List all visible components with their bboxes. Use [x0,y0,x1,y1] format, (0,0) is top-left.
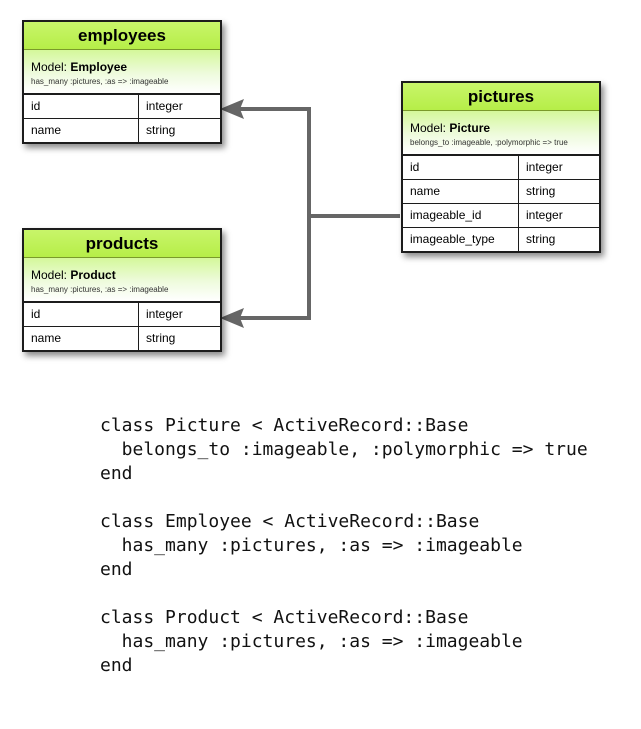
column-type: integer [526,160,563,174]
table-row: name string [403,179,599,203]
arrowhead-products [220,308,244,328]
model-name: Picture [449,121,491,135]
table-row: id integer [24,303,220,326]
column-type: integer [146,307,183,321]
table-row: imageable_id integer [403,203,599,227]
column-type: string [526,232,556,246]
column-list: id integer name string imageable_id inte… [403,156,599,251]
code-line: class Product < ActiveRecord::Base [100,607,469,628]
association-text: has_many :pictures, :as => :imageable [31,285,169,294]
column-list: id integer name string [24,95,220,142]
products-table: products Model: Product has_many :pictur… [22,228,222,352]
column-list: id integer name string [24,303,220,350]
table-row: name string [24,118,220,142]
pictures-table: pictures Model: Picture belongs_to :imag… [401,81,601,253]
association-text: has_many :pictures, :as => :imageable [31,77,169,86]
code-line: belongs_to :imageable, :polymorphic => t… [100,439,588,460]
table-title: employees [24,22,220,50]
code-listing: class Picture < ActiveRecord::Base belon… [100,414,588,678]
model-line: Model: Product [31,268,220,282]
code-spacer [100,486,588,510]
model-section: Model: Product has_many :pictures, :as =… [24,258,220,303]
table-row: name string [24,326,220,350]
table-title: pictures [403,83,599,111]
association-text: belongs_to :imageable, :polymorphic => t… [410,138,568,147]
code-line: end [100,559,133,580]
code-line: end [100,463,133,484]
connector-to-products [240,216,311,320]
table-row: id integer [403,156,599,179]
column-type: string [146,123,176,137]
employees-table: employees Model: Employee has_many :pict… [22,20,222,144]
arrowhead-employees [220,99,244,119]
table-row: imageable_type string [403,227,599,251]
column-type: integer [526,208,563,222]
model-name: Product [70,268,116,282]
code-line: class Employee < ActiveRecord::Base [100,511,480,532]
column-name: id [24,95,139,118]
column-name: imageable_type [403,228,519,251]
table-title: products [24,230,220,258]
column-name: name [403,180,519,203]
code-line: has_many :pictures, :as => :imageable [100,631,523,652]
model-section: Model: Employee has_many :pictures, :as … [24,50,220,95]
model-line: Model: Picture [410,121,599,135]
column-name: name [24,327,139,350]
code-block-picture: class Picture < ActiveRecord::Base belon… [100,414,588,486]
column-name: name [24,119,139,142]
code-line: class Picture < ActiveRecord::Base [100,415,469,436]
column-name: id [403,156,519,179]
table-row: id integer [24,95,220,118]
model-section: Model: Picture belongs_to :imageable, :p… [403,111,599,156]
column-type: integer [146,99,183,113]
column-name: id [24,303,139,326]
model-name: Employee [70,60,128,74]
connector-to-employees [240,107,400,218]
model-line: Model: Employee [31,60,220,74]
code-line: end [100,655,133,676]
column-name: imageable_id [403,204,519,227]
column-type: string [146,331,176,345]
model-label: Model: [31,60,71,74]
model-label: Model: [31,268,71,282]
code-block-product: class Product < ActiveRecord::Base has_m… [100,606,588,678]
column-type: string [526,184,556,198]
code-block-employee: class Employee < ActiveRecord::Base has_… [100,510,588,582]
code-line: has_many :pictures, :as => :imageable [100,535,523,556]
code-spacer [100,582,588,606]
model-label: Model: [410,121,450,135]
